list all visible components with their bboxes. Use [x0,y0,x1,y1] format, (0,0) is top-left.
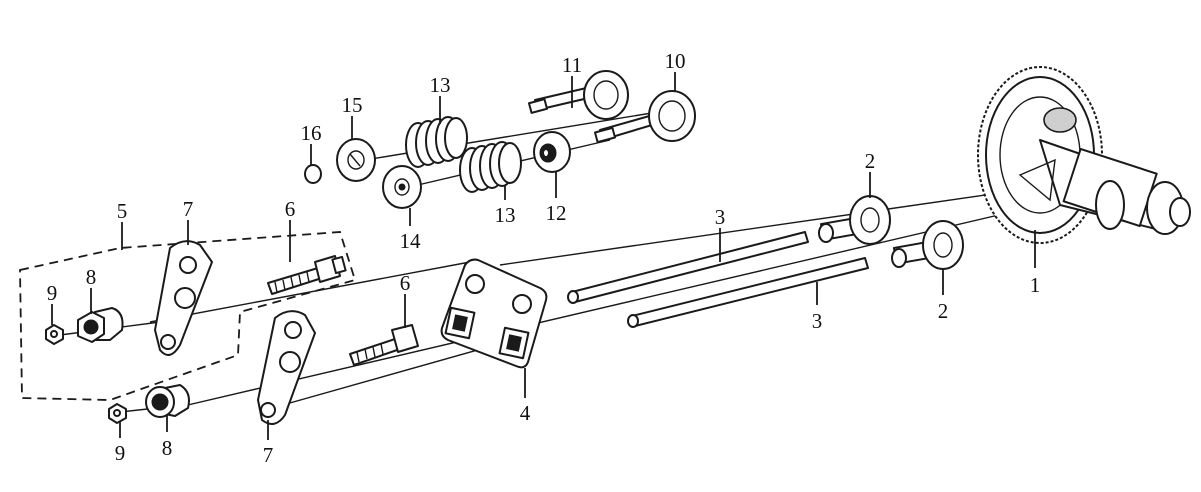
push-rod-guide-plate [440,258,548,369]
callout-2-lower: 2 [938,299,949,323]
leader-lines [51,72,1036,440]
push-rod-lower [627,257,869,328]
callout-13-lower: 13 [495,203,516,227]
rocker-arm-lower [257,310,316,425]
callout-8-upper: 8 [86,265,97,289]
callout-12: 12 [546,201,567,225]
callout-9-lower: 9 [115,441,126,465]
tappet-lower [891,220,964,270]
callout-2-upper: 2 [865,149,876,173]
callout-4: 4 [520,401,531,425]
valve-intake [527,70,629,120]
tappet-upper [818,195,891,245]
push-rod-upper [567,231,809,304]
callout-9-upper: 9 [47,281,58,305]
callout-7-upper: 7 [183,197,194,221]
valve-retainer-upper [336,138,376,182]
callout-7-lower: 7 [263,443,274,467]
callout-10: 10 [665,49,686,73]
callout-14: 14 [400,229,422,253]
callout-labels: 1 2 2 3 3 4 5 6 6 7 7 8 8 9 9 10 11 12 1… [47,49,1041,467]
pivot-stud-lower [349,324,419,366]
lock-nut-upper [45,324,64,345]
callout-3-lower: 3 [812,309,823,333]
adjusting-nut-upper [77,307,124,343]
callout-6-lower: 6 [400,271,411,295]
valve-spring-seat [533,131,571,173]
camshaft-gear [977,66,1191,244]
callout-15: 15 [342,93,363,117]
callout-13-upper: 13 [430,73,451,97]
callout-11: 11 [562,53,582,77]
valve-spring-lower [459,141,522,193]
valve-exhaust [594,90,696,144]
rocker-arm-upper [154,240,213,356]
callout-8-lower: 8 [162,436,173,460]
valve-retainer-lower [382,165,422,209]
adjusting-nut-lower [145,384,190,418]
callout-1: 1 [1030,273,1041,297]
callout-6-upper: 6 [285,197,296,221]
callout-16: 16 [301,121,322,145]
callout-3-upper: 3 [715,205,726,229]
valve-stem-cap [304,164,322,184]
valve-spring-upper [405,116,468,168]
pivot-stud-upper [267,255,347,295]
lock-nut-lower [108,403,127,424]
callout-5: 5 [117,199,128,223]
